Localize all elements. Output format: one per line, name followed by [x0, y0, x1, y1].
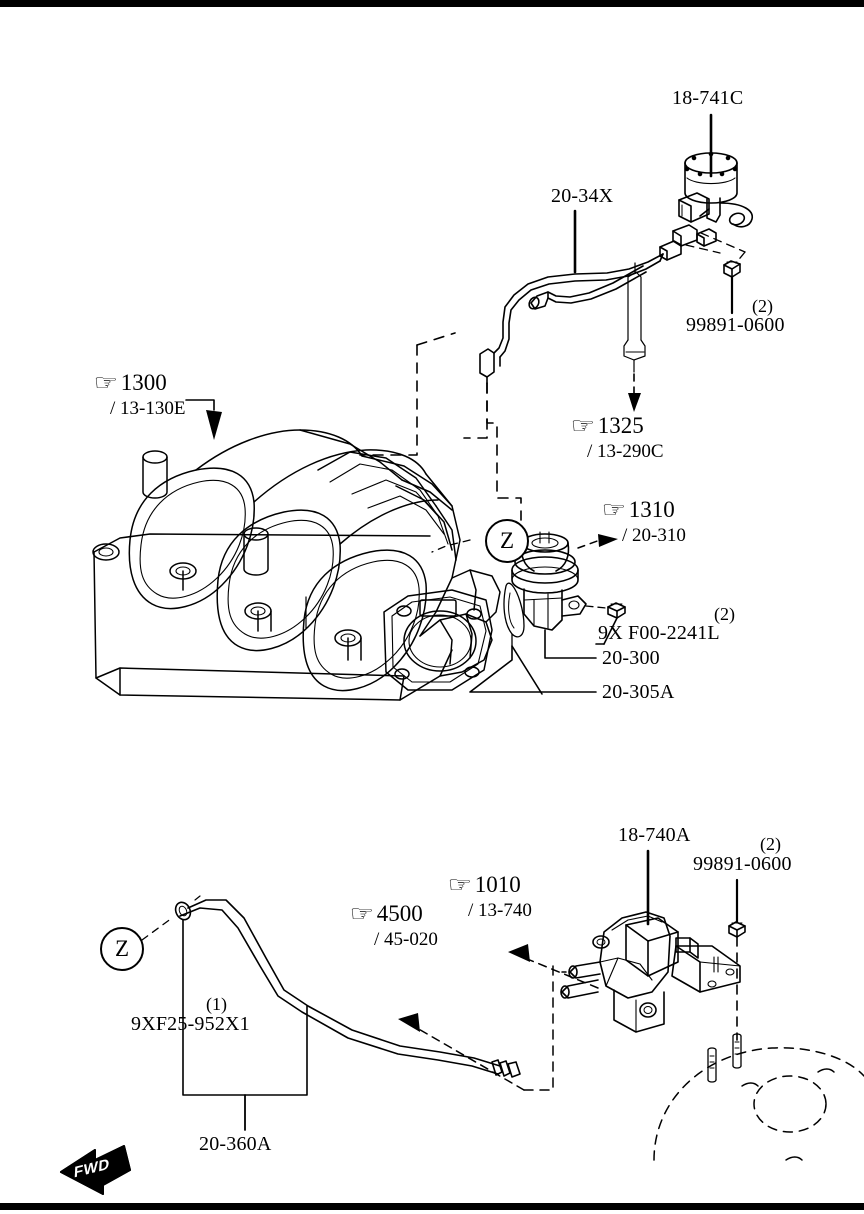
- fwd-arrow: [60, 1145, 131, 1195]
- label-99891-0600-upper: 99891-0600: [686, 314, 785, 337]
- label-1300: ☞ 1300 / 13-130E: [93, 370, 186, 420]
- part-number: 20-305A: [602, 681, 675, 703]
- leader-4500: [398, 1013, 525, 1091]
- label-99891-0600-lower: 99891-0600: [693, 853, 792, 876]
- part-number: 18-740A: [618, 824, 691, 846]
- z-marker-lower-label: Z: [114, 936, 130, 961]
- leader-1325: [628, 373, 641, 412]
- bolt-dash: [585, 605, 607, 609]
- pointing-hand-icon: ☞: [601, 497, 627, 522]
- label-20-305a: 20-305A: [602, 681, 675, 704]
- label-18-741c: 18-741C: [672, 87, 743, 110]
- routing-dashes: [359, 332, 522, 521]
- part-number: 9X F00-2241L: [598, 622, 720, 644]
- qty-9xf00-2241l: (2): [714, 604, 735, 625]
- intake-manifold: [92, 429, 501, 701]
- assembly-dash-2: [700, 232, 746, 253]
- label-18-740a: 18-740A: [618, 824, 691, 847]
- nut-99891-0600-lower: [728, 878, 746, 1041]
- pointing-hand-icon: ☞: [570, 413, 596, 438]
- z-leader-lower: [141, 917, 173, 941]
- vacuum-pipe-fittings: [659, 224, 717, 261]
- leader-20-305a: [469, 645, 597, 693]
- part-number: 1310: [628, 497, 675, 522]
- assembly-dash-1: [685, 244, 721, 254]
- part-number: 1300: [120, 370, 167, 395]
- part-number: 99891-0600: [693, 853, 792, 875]
- part-subnumber: / 13-290C: [587, 441, 664, 462]
- pointing-hand-icon: ☞: [349, 901, 375, 926]
- part-number: 99891-0600: [686, 314, 785, 336]
- pointing-hand-icon: ☞: [447, 872, 473, 897]
- nut-99891-0600-upper: [723, 260, 741, 315]
- label-20-300: 20-300: [602, 647, 660, 670]
- egr-hose-20-360a: [174, 895, 521, 1078]
- part-number: 4500: [376, 901, 423, 926]
- egr-gasket-20-305a: [503, 582, 525, 647]
- bottom-rule: [0, 1203, 864, 1210]
- quantity: (2): [760, 834, 781, 854]
- vacuum-pipe-20-34x: [479, 253, 664, 384]
- leader-20-300: [544, 629, 597, 659]
- quantity: (2): [714, 604, 735, 624]
- part-subnumber: / 13-130E: [110, 398, 186, 419]
- label-1010: ☞ 1010 / 13-740: [447, 872, 532, 922]
- throttle-flange: [383, 589, 493, 691]
- vsv-solenoid-18-741c: [678, 151, 753, 228]
- z-marker-lower: Z: [100, 927, 144, 971]
- qty-99891-0600-lower: (2): [760, 834, 781, 855]
- mounting-studs: [707, 1033, 742, 1083]
- part-number: 20-34X: [551, 185, 614, 207]
- lower-assembly-dashes: [523, 965, 567, 1091]
- label-1325: ☞ 1325 / 13-290C: [570, 413, 664, 463]
- part-subnumber: / 20-310: [622, 525, 686, 546]
- qty-99891-0600-upper: (2): [752, 296, 773, 317]
- part-subnumber: / 13-740: [468, 900, 532, 921]
- label-20-360a: 20-360A: [199, 1133, 272, 1156]
- assembly-dash-3: [735, 251, 746, 264]
- part-number: 18-741C: [672, 87, 744, 109]
- label-20-34x: 20-34X: [551, 185, 613, 208]
- leader-1310: [577, 534, 618, 549]
- engine-mounting-face: [653, 1047, 864, 1161]
- egr-solenoid-18-740a: [560, 911, 741, 1033]
- quantity: (2): [752, 296, 773, 316]
- leader-20-305a-b: [511, 645, 543, 695]
- qty-9xf25-952x1: (1): [206, 994, 227, 1015]
- part-number: 20-300: [602, 647, 660, 669]
- bracket-20-360a: [182, 919, 308, 1131]
- part-number: 9XF25-952X1: [131, 1013, 250, 1035]
- top-rule: [0, 0, 864, 7]
- label-1310: ☞ 1310 / 20-310: [601, 497, 686, 547]
- part-subnumber: / 45-020: [374, 929, 438, 950]
- z-marker-upper-label: Z: [499, 528, 515, 553]
- egr-bolts-9xf00: [595, 602, 626, 645]
- part-number: 1010: [474, 872, 521, 897]
- label-4500: ☞ 4500 / 45-020: [349, 901, 438, 951]
- label-9xf25-952x1: 9XF25-952X1: [131, 1013, 250, 1036]
- label-9xf00-2241l: 9X F00-2241L: [598, 622, 720, 645]
- leader-1300: [185, 399, 222, 440]
- z-marker-upper: Z: [485, 519, 529, 563]
- quantity: (1): [206, 994, 227, 1014]
- pointing-hand-icon: ☞: [93, 370, 119, 395]
- leader-1010: [508, 944, 599, 989]
- part-number: 1325: [597, 413, 644, 438]
- part-number: 20-360A: [199, 1133, 272, 1155]
